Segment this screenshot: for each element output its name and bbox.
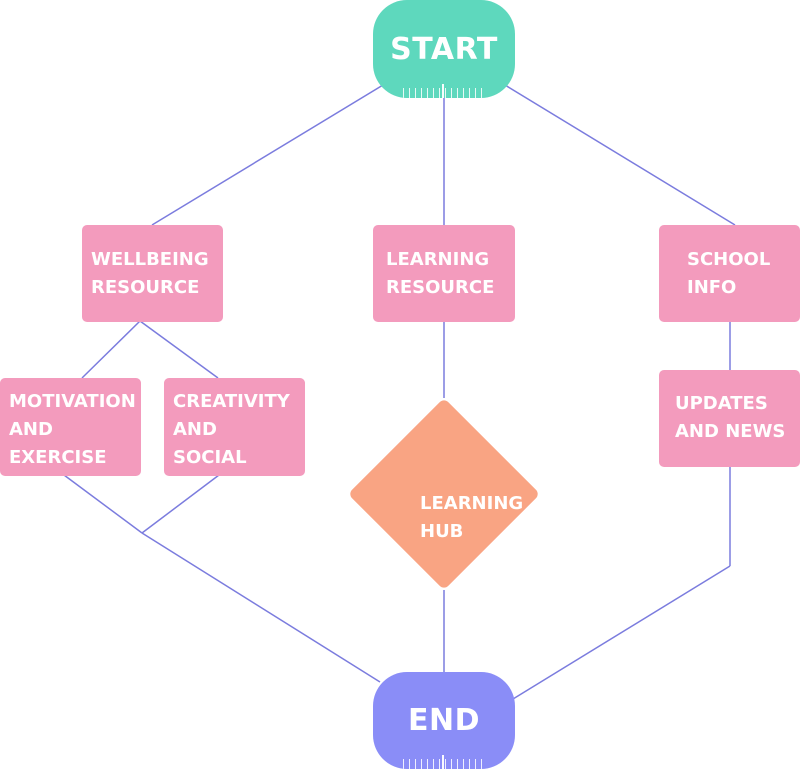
edge-wellbeing-creativity (139, 320, 219, 379)
updates-news-node: UPDATES AND NEWS (659, 370, 800, 467)
end-node: END (373, 672, 515, 769)
edge-motivation-merge (63, 474, 143, 534)
ruler-marks (403, 759, 485, 769)
motivation-exercise-node: MOTIVATION AND EXERCISE (0, 378, 141, 476)
ruler-major-mark (442, 755, 444, 769)
learning-resource-node: LEARNING RESOURCE (373, 225, 515, 322)
start-label: START (390, 31, 498, 67)
edge-start-school-info (504, 84, 736, 226)
edge-creativity-merge (141, 474, 220, 534)
creativity-social-node: CREATIVITY AND SOCIAL (164, 378, 305, 476)
edge-start-wellbeing (151, 84, 384, 226)
edge-wellbeing-motivation (81, 320, 141, 379)
learning-hub-label: LEARNING HUB (420, 493, 524, 542)
wellbeing-resource-node: WELLBEING RESOURCE (82, 225, 223, 322)
start-node: START (373, 0, 515, 98)
edge-merge-end (141, 532, 381, 683)
ruler-major-mark (442, 84, 444, 98)
learning-hub-node: LEARNING HUB (347, 397, 541, 591)
school-info-node: SCHOOL INFO (659, 225, 800, 322)
end-label: END (407, 703, 480, 738)
edge-elbow-end (512, 565, 731, 700)
ruler-marks (403, 88, 485, 98)
